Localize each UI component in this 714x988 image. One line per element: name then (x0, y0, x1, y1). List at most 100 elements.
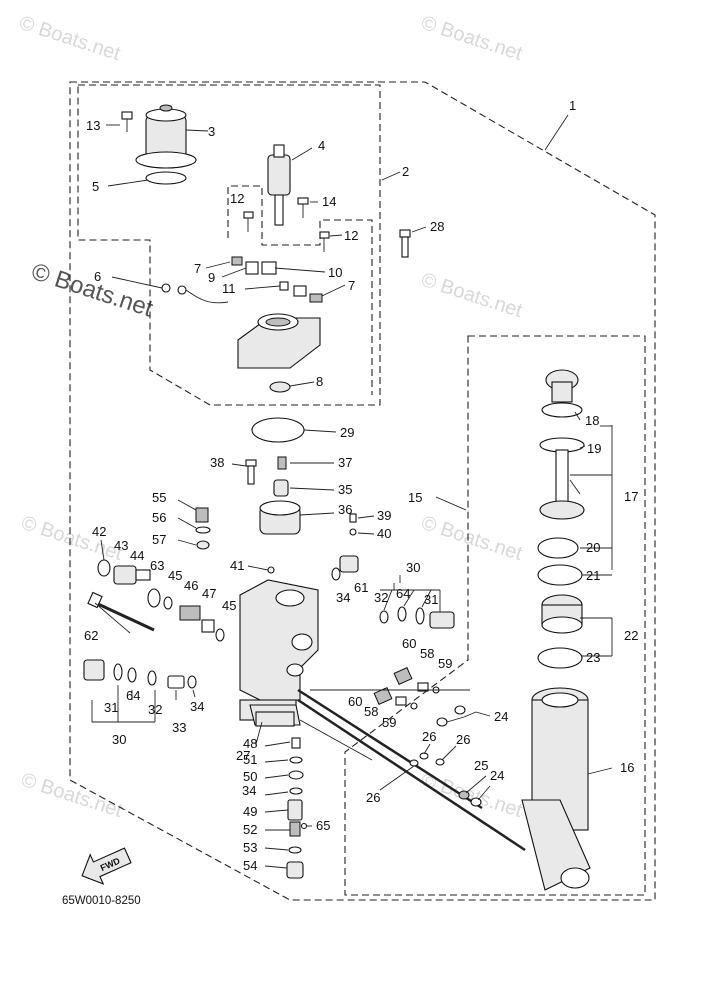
callout-51: 51 (243, 752, 257, 767)
callout-7a: 7 (194, 261, 201, 276)
o-ring-45b (215, 628, 225, 642)
o-ring-64b (397, 606, 407, 622)
callout-16: 16 (620, 760, 634, 775)
seat-58b (395, 696, 407, 706)
callout-47: 47 (202, 586, 216, 601)
bolt-14 (297, 197, 309, 218)
callout-34b: 34 (190, 699, 204, 714)
callout-31a: 31 (424, 592, 438, 607)
o-ring-20 (537, 537, 579, 559)
ball-65 (300, 822, 308, 830)
callout-18: 18 (585, 413, 599, 428)
group-boundaries (69, 81, 656, 901)
callout-58a: 58 (420, 646, 434, 661)
o-ring-21 (537, 564, 583, 586)
spring-7b (309, 293, 323, 303)
callout-27: 27 (236, 748, 250, 763)
bolt-38 (245, 459, 257, 485)
callout-42: 42 (92, 524, 106, 539)
block-9b (293, 285, 307, 297)
spring-46 (179, 605, 201, 621)
ball-11 (279, 281, 289, 291)
callout-36: 36 (338, 502, 352, 517)
motor-3 (135, 104, 197, 169)
ball-41 (267, 566, 275, 574)
tilt-rod-18 (541, 369, 583, 418)
filter-8 (269, 381, 291, 393)
callout-30b: 30 (112, 732, 126, 747)
bolt-62 (87, 591, 155, 632)
callout-24a: 24 (494, 709, 508, 724)
o-ring-23 (537, 647, 583, 669)
o-ring-31a (113, 663, 123, 681)
callout-26a: 26 (422, 729, 436, 744)
bolt-28 (399, 229, 411, 258)
callout-4: 4 (318, 138, 325, 153)
ball-57 (196, 540, 210, 550)
o-ring-42 (97, 559, 111, 577)
valve-plate-36 (259, 500, 301, 535)
valve-49 (287, 799, 303, 821)
callout-7b: 7 (348, 278, 355, 293)
callout-59b: 59 (382, 715, 396, 730)
callout-46: 46 (184, 578, 198, 593)
pin-39 (349, 513, 357, 523)
boundary-motor-2 (77, 84, 381, 406)
pipes (297, 688, 526, 852)
ball-59b (410, 702, 418, 710)
pump-base (237, 313, 321, 369)
callout-26c: 26 (366, 790, 380, 805)
callout-44: 44 (130, 548, 144, 563)
callout-64a: 64 (396, 586, 410, 601)
callout-57: 57 (152, 532, 166, 547)
o-ring-31b (415, 607, 425, 625)
callout-10: 10 (328, 265, 342, 280)
pump-shaft-4 (267, 144, 291, 226)
watermark-text: © Boats.net (18, 769, 125, 822)
o-ring-51 (289, 756, 303, 764)
watermark-text: © Boats.net (418, 269, 525, 322)
block-9 (245, 261, 259, 275)
o-ring-24c (470, 797, 482, 807)
callout-1: 1 (569, 98, 576, 113)
piston-47 (201, 619, 215, 633)
callout-62: 62 (84, 628, 98, 643)
spring-60a (393, 667, 413, 685)
callout-38: 38 (210, 455, 224, 470)
callout-13: 13 (86, 118, 100, 133)
callout-8: 8 (316, 374, 323, 389)
screw-12-right (319, 231, 330, 252)
spring-7a (231, 256, 243, 266)
boundary-valve-inner (227, 185, 373, 395)
plug-43 (113, 565, 151, 585)
callout-34c: 34 (242, 783, 256, 798)
callout-2: 2 (402, 164, 409, 179)
o-ring-34b (331, 567, 341, 581)
bracket-27 (255, 711, 295, 727)
sleeve-35 (273, 479, 289, 497)
diagram-code: 65W0010-8250 (62, 895, 141, 907)
plug-54 (286, 861, 304, 879)
callout-37: 37 (338, 455, 352, 470)
callout-25: 25 (474, 758, 488, 773)
o-ring-50 (288, 770, 304, 780)
o-ring-24b (454, 705, 466, 715)
callout-6: 6 (94, 269, 101, 284)
callout-60a: 60 (402, 636, 416, 651)
spring-55 (195, 507, 209, 523)
callout-15: 15 (408, 490, 422, 505)
callout-20: 20 (586, 540, 600, 555)
watermark-text: © Boats.net (418, 12, 525, 65)
lead-wire-6 (161, 283, 229, 304)
o-ring-29 (251, 417, 305, 443)
watermark-text: © Boats.net (18, 512, 125, 565)
callout-59a: 59 (438, 656, 452, 671)
block-10 (261, 261, 277, 275)
callout-54: 54 (243, 858, 257, 873)
screw-13 (121, 111, 133, 132)
o-ring-45a (163, 596, 173, 610)
piston-33 (167, 675, 185, 689)
callout-55: 55 (152, 490, 166, 505)
callout-29: 29 (340, 425, 354, 440)
callout-58b: 58 (364, 704, 378, 719)
